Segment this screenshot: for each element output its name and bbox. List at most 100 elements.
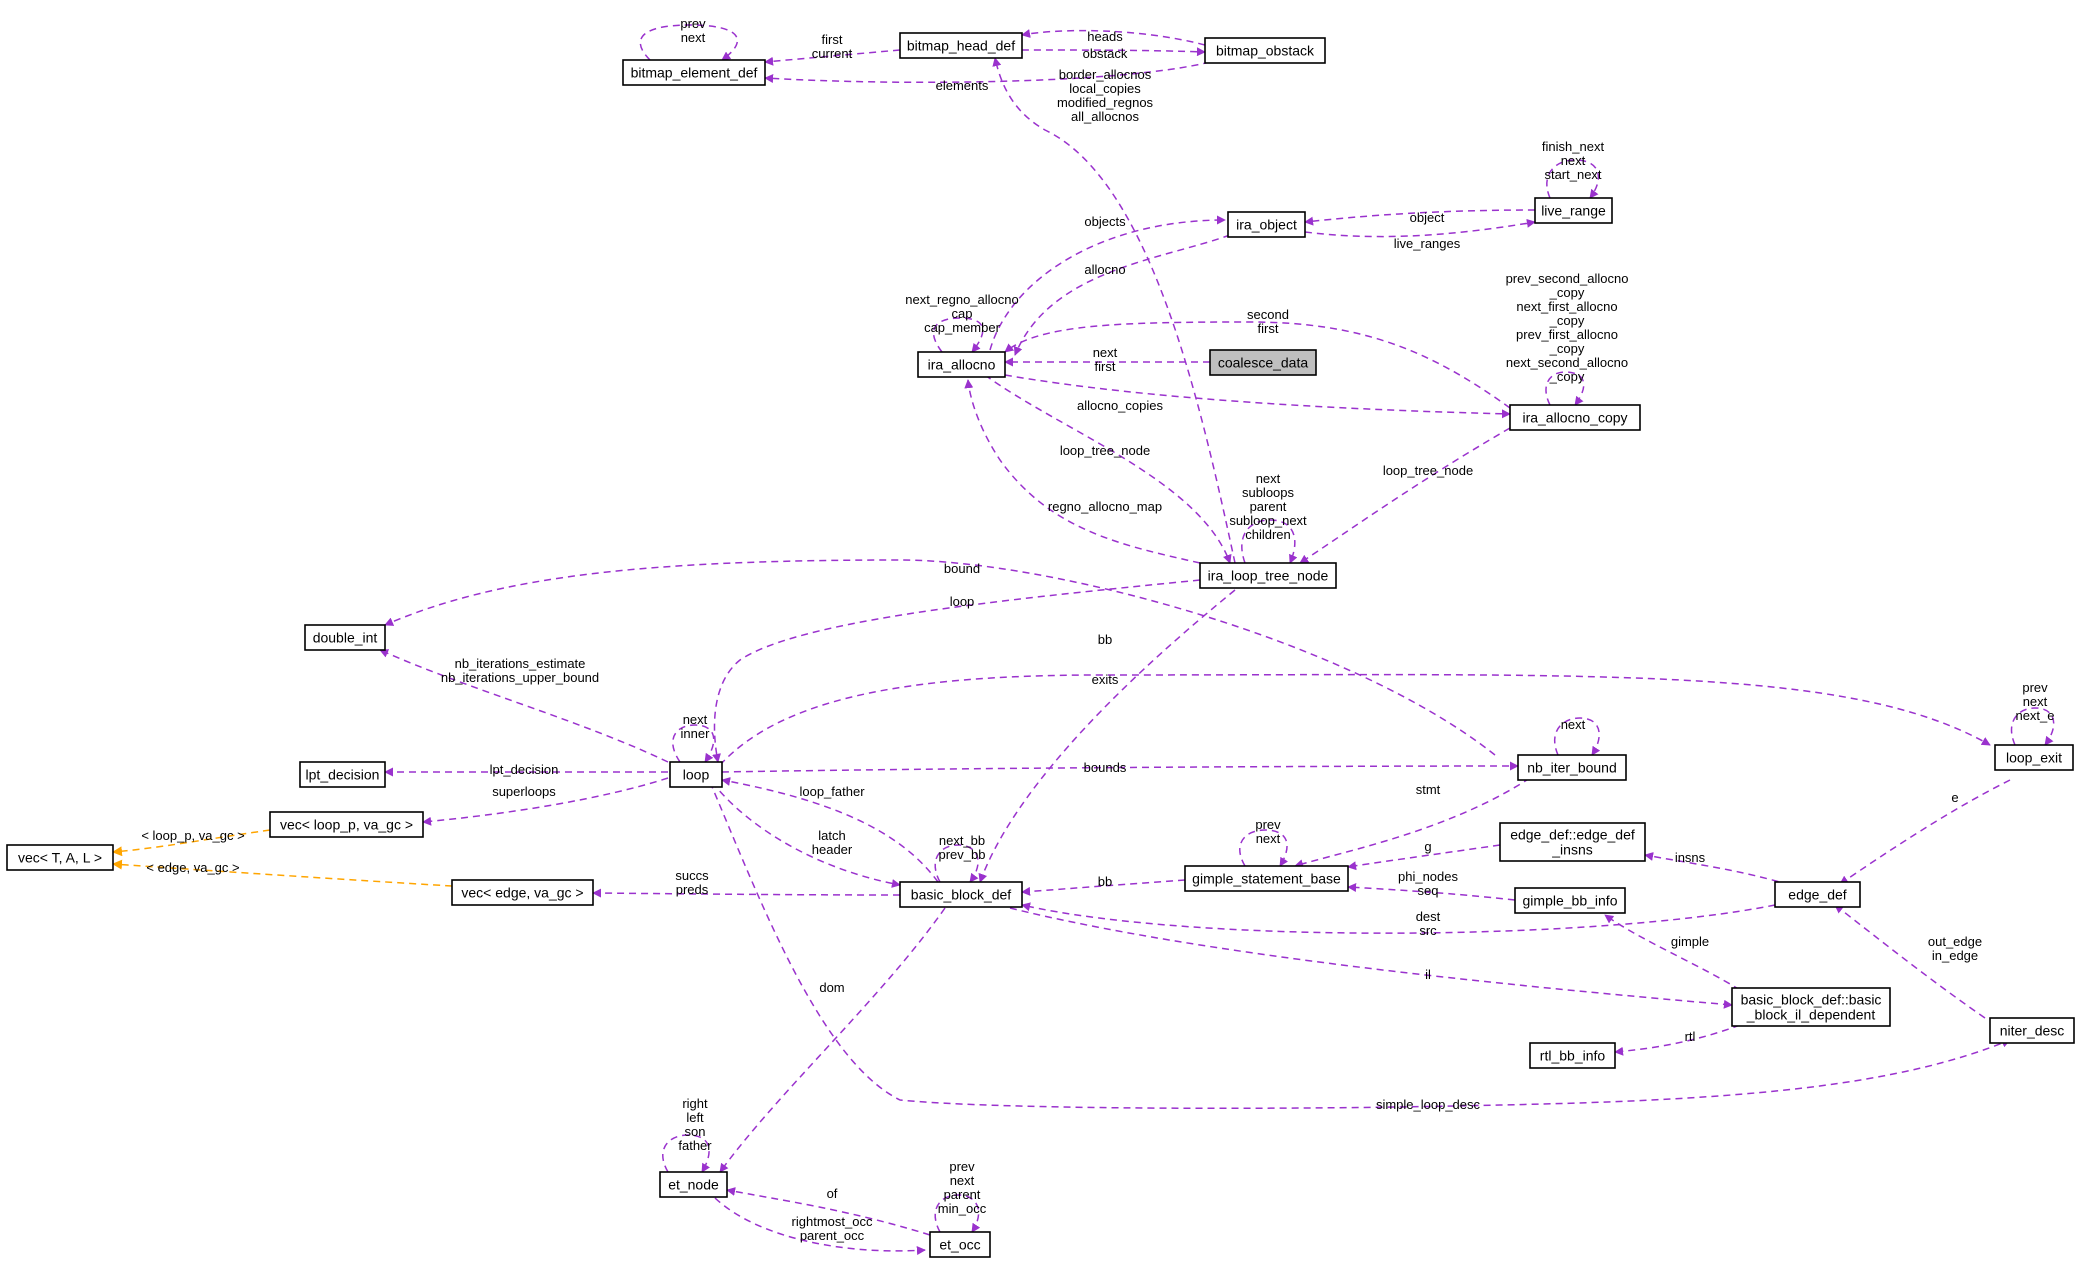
edge-label-e-loop-vlp: superloops (492, 784, 556, 799)
node-vec-loop-p[interactable]: vec< loop_p, va_gc > (269, 811, 424, 838)
edge-label-e-occ-et: of (827, 1186, 838, 1201)
edge-iltn-self (1241, 519, 1298, 564)
node-label: lpt_decision (306, 767, 380, 783)
node-box (1209, 349, 1317, 376)
node-label: vec< T, A, L > (18, 850, 102, 866)
node-label: edge_def (1788, 887, 1847, 903)
edge-label-e-le-ed: e (1951, 790, 1958, 805)
node-ira-allocno[interactable]: ira_allocno (917, 351, 1006, 378)
node-lpt-decision[interactable]: lpt_decision (299, 761, 386, 788)
edge-alloc-self (932, 317, 984, 353)
node-vec-edge[interactable]: vec< edge, va_gc > (451, 879, 594, 906)
edge-iltn-bb (978, 589, 1236, 883)
edge-bhd-bo (1021, 47, 1206, 57)
node-coalesce-data[interactable]: coalesce_data (1209, 349, 1317, 376)
node-box (299, 761, 386, 788)
edge-label-e-bbil-gbi: gimple (1671, 934, 1709, 949)
edge-gbi-gsb (1347, 882, 1516, 901)
node-basic-block-def[interactable]: basic_block_def (899, 881, 1023, 908)
edge-gsb-bb (1021, 879, 1186, 896)
node-box (899, 32, 1023, 59)
node-bb-il-dependent[interactable]: basic_block_def::basic_block_il_dependen… (1731, 987, 1891, 1027)
node-rtl-bb-info[interactable]: rtl_bb_info (1529, 1042, 1616, 1069)
edge-label-e-iltn-loop: loop (950, 594, 975, 609)
node-label: et_node (668, 1177, 719, 1193)
edge-gsb-self (1239, 829, 1289, 867)
edge-ed-ins (1644, 852, 1791, 886)
node-gimple-statement-base[interactable]: gimple_statement_base (1184, 865, 1349, 892)
node-bitmap-head-def[interactable]: bitmap_head_def (899, 32, 1023, 59)
node-box (659, 1171, 728, 1198)
node-loop[interactable]: loop (669, 761, 723, 788)
edge-label-e-nb-di: bound (944, 561, 980, 576)
edge-label-e-nb-gsb: stmt (1416, 782, 1441, 797)
node-ira-loop-tree-node[interactable]: ira_loop_tree_node (1199, 562, 1337, 589)
edge-label-e-nb-self: next (1561, 717, 1586, 732)
edge-label-e-iltn-bb: bb (1098, 632, 1112, 647)
node-loop-exit[interactable]: loop_exit (1994, 744, 2074, 771)
edge-et-self (662, 1134, 710, 1173)
node-gimple-bb-info[interactable]: gimple_bb_info (1514, 887, 1626, 914)
edge-le-self (2010, 707, 2055, 746)
edge-label-e-lr-obj: object (1410, 210, 1445, 225)
edge-label-e-bb-et: dom (819, 980, 844, 995)
node-nb-iter-bound[interactable]: nb_iter_bound (1517, 754, 1627, 781)
node-box (6, 844, 114, 871)
edge-loop-bb (711, 781, 901, 888)
node-box (1994, 744, 2074, 771)
node-vec-TAL[interactable]: vec< T, A, L > (6, 844, 114, 871)
node-bitmap-element-def[interactable]: bitmap_element_def (622, 59, 766, 86)
edge-copy-alloc (1004, 321, 1511, 409)
node-box (1514, 887, 1626, 914)
edge-bb-et (719, 907, 946, 1173)
edge-bbil-rtl (1614, 1024, 1741, 1056)
node-edge-def-insns[interactable]: edge_def::edge_def_insns (1499, 822, 1646, 862)
edge-lr-obj (1304, 209, 1536, 226)
node-bitmap-obstack[interactable]: bitmap_obstack (1204, 37, 1326, 64)
edge-le-ed (1839, 779, 2011, 885)
node-et-node[interactable]: et_node (659, 1171, 728, 1198)
edge-et-occ (714, 1197, 926, 1256)
node-label: ira_allocno (928, 357, 996, 373)
edge-label-e-ed-ins: insns (1675, 850, 1706, 865)
node-niter-desc[interactable]: niter_desc (1989, 1017, 2075, 1044)
node-et-occ[interactable]: et_occ (929, 1231, 991, 1258)
edge-occ-et (726, 1187, 931, 1236)
node-double-int[interactable]: double_int (304, 624, 386, 651)
edge-bbil-gbi (1604, 914, 1741, 991)
node-live-range[interactable]: live_range (1534, 197, 1613, 224)
node-label: bitmap_obstack (1216, 43, 1315, 59)
edge-iltn-alloc (964, 379, 1201, 564)
node-label: loop (683, 767, 710, 783)
node-edge-def[interactable]: edge_def (1774, 881, 1861, 908)
edge-label-e-ve-vtal: < edge, va_gc > (146, 860, 239, 875)
edge-label-e-loop-nb: bounds (1084, 760, 1127, 775)
edge-label-e-loop-nd: simple_loop_desc (1376, 1097, 1481, 1112)
node-box (1517, 754, 1627, 781)
edge-obj-lr (1304, 218, 1536, 238)
edge-lr-self (1546, 159, 1600, 199)
node-box (304, 624, 386, 651)
node-box (1204, 37, 1326, 64)
node-ira-object[interactable]: ira_object (1227, 211, 1306, 238)
edge-bhd-bed (764, 49, 901, 66)
edge-alloc-copy (1004, 374, 1511, 419)
edge-nd-ed (1834, 904, 1986, 1019)
node-ira-allocno-copy[interactable]: ira_allocno_copy (1509, 404, 1641, 431)
edge-copy-iltn (1299, 427, 1511, 564)
node-box (1529, 1042, 1616, 1069)
node-box (1774, 881, 1861, 908)
edge-alloc-obj (989, 215, 1226, 351)
edge-label-e-bo-bed: elements (936, 78, 989, 93)
edge-label-e-loop-exit: exits (1092, 672, 1119, 687)
edge-label-e-bbil-rtl: rtl (1685, 1029, 1696, 1044)
node-label: bitmap_element_def (631, 65, 758, 81)
